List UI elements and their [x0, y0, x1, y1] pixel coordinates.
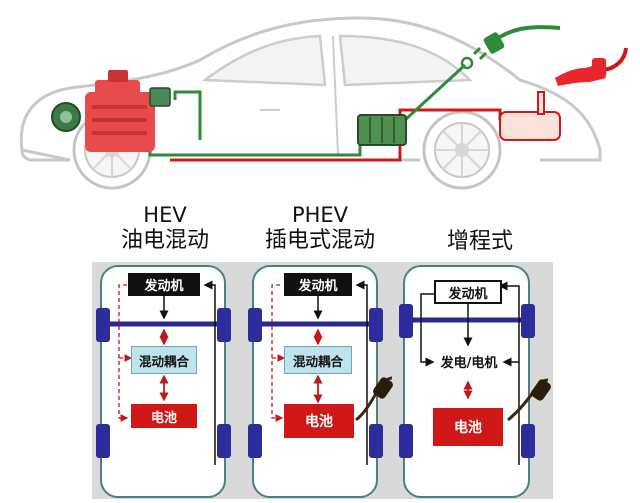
title-hev: HEV 油电混动 [110, 202, 220, 254]
engine-icon [85, 70, 155, 152]
hev-coupler-box: 混动耦合 [131, 346, 197, 374]
phev-plug-icon [373, 377, 393, 399]
fuel-tank-icon [499, 91, 561, 141]
phev-wheel-rear-right [369, 424, 383, 458]
title-hev-line1: HEV [143, 203, 187, 227]
electric-plug-icon [472, 32, 505, 61]
title-hev-line2: 油电混动 [120, 228, 209, 253]
hev-wheel-rear-left [96, 424, 110, 458]
car-window-front [201, 34, 327, 87]
hev-engine-box: 发动机 [128, 273, 200, 296]
phev-wheel-front-right [369, 308, 383, 342]
electric-line-upper [173, 90, 202, 140]
erev-engine-box: 发动机 [434, 280, 502, 304]
car-illustration [19, 16, 628, 190]
hev-wheel-front-left [96, 308, 110, 342]
erev-wheel-front-left [399, 304, 413, 338]
erev-wheel-front-right [521, 304, 535, 338]
phev-coupler-box: 混动耦合 [284, 346, 352, 374]
title-phev: PHEV 插电式混动 [255, 202, 385, 254]
battery-pack-icon [357, 114, 407, 146]
title-phev-line2: 插电式混动 [264, 228, 375, 253]
phev-battery-box: 电池 [284, 404, 354, 438]
hev-wheel-front-right [217, 308, 231, 342]
phev-wheel-front-left [248, 308, 262, 342]
rear-wheel [422, 110, 502, 190]
title-erev: 增程式 [446, 229, 513, 254]
erev-plug-icon [531, 379, 551, 401]
hev-wheel-rear-right [217, 424, 231, 458]
erev-battery-box: 电池 [433, 408, 503, 446]
generator-icon [149, 87, 171, 107]
motor-icon [51, 102, 81, 132]
erev-wheel-rear-left [399, 424, 413, 458]
title-phev-line1: PHEV [291, 203, 349, 227]
phev-wheel-rear-left [248, 424, 262, 458]
fuel-line [170, 108, 502, 162]
fuel-nozzle-icon [555, 58, 606, 86]
erev-generator-label: 发电/电机 [440, 355, 498, 371]
charge-port-icon [460, 56, 474, 70]
erev-wheel-rear-right [521, 424, 535, 458]
plug-line [403, 63, 467, 122]
hev-battery-box: 电池 [131, 404, 197, 428]
car-window-rear [338, 34, 473, 87]
phev-engine-box: 发动机 [284, 273, 352, 296]
